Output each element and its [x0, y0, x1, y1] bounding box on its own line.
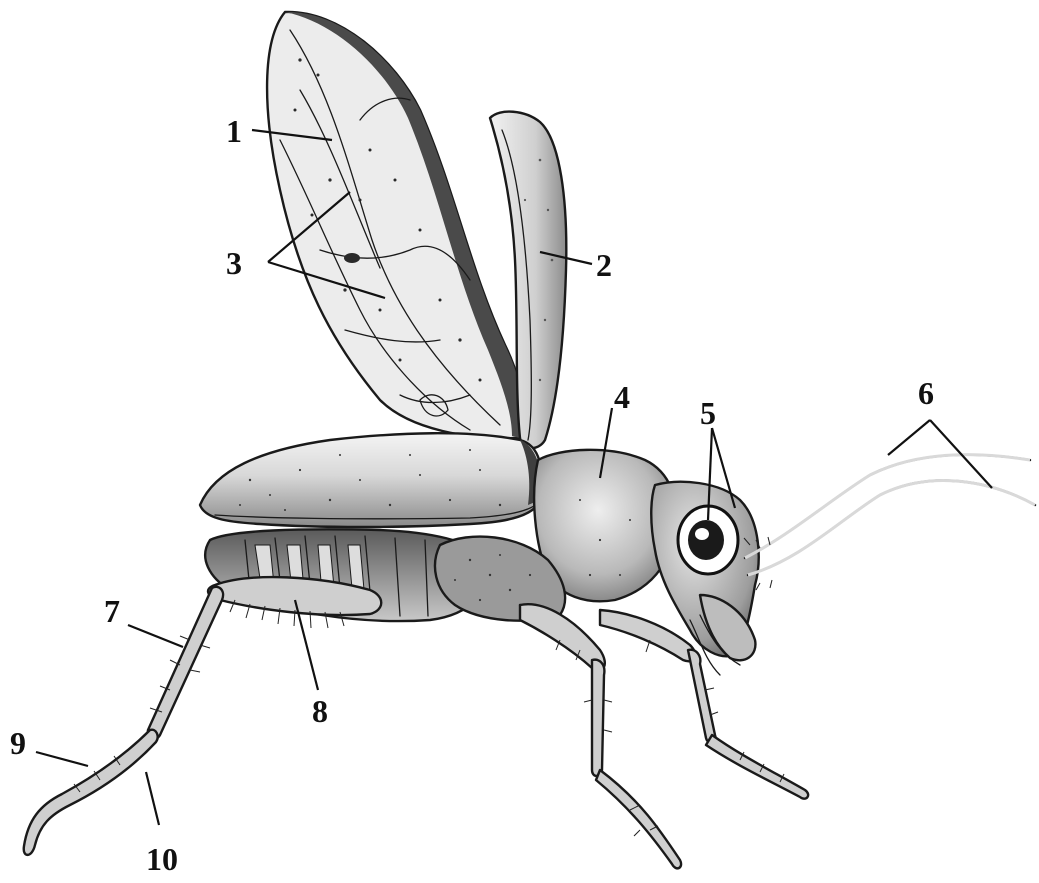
elytra-closed — [200, 433, 542, 527]
label-9: 9 — [10, 725, 26, 761]
label-8: 8 — [312, 693, 328, 729]
label-4: 4 — [614, 379, 630, 415]
label-3: 3 — [226, 245, 242, 281]
label-1: 1 — [226, 113, 242, 149]
label-7: 7 — [104, 593, 120, 629]
label-5: 5 — [700, 395, 716, 431]
antennae — [744, 455, 1035, 590]
membranous-wing — [267, 12, 523, 438]
label-6: 6 — [918, 375, 934, 411]
label-10: 10 — [146, 841, 178, 877]
label-2: 2 — [596, 247, 612, 283]
